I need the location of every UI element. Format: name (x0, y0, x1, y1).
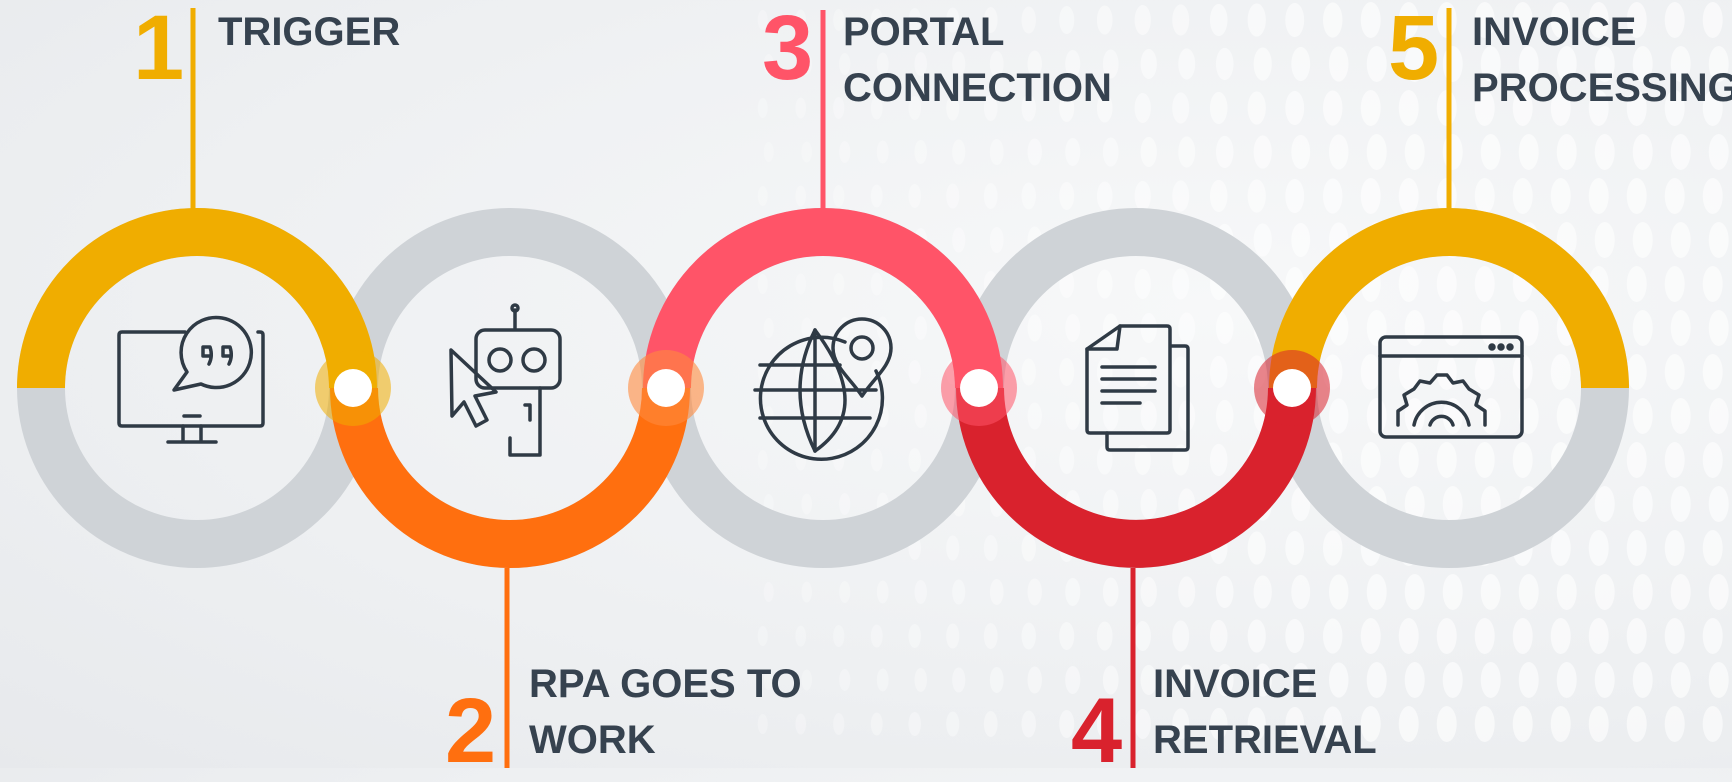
ring-arc-2 (330, 387, 690, 568)
step-5-title: INVOICE PROCESSING (1472, 4, 1732, 116)
junction-dot-3 (960, 369, 998, 407)
junction-dot-1 (334, 369, 372, 407)
ring-highlights (17, 208, 1629, 568)
globe-pin-icon (753, 317, 893, 461)
step-connectors (190, 8, 1452, 768)
step-3-title-line-2: CONNECTION (843, 66, 1112, 110)
documents-icon (1085, 324, 1190, 452)
step-3-title: PORTAL CONNECTION (843, 4, 1112, 116)
junction-dot-2 (647, 369, 685, 407)
robot-cursor-icon (449, 303, 562, 457)
ring-junctions (315, 350, 1330, 426)
step-4-title-line-2: RETRIEVAL (1153, 718, 1377, 762)
step-4-title: INVOICE RETRIEVAL (1153, 656, 1377, 768)
step-1-title-line-1: TRIGGER (218, 10, 401, 54)
ring-arc-4 (956, 387, 1316, 568)
junction-dot-4 (1273, 369, 1311, 407)
step-5-title-line-2: PROCESSING (1472, 66, 1732, 110)
step-5-title-line-1: INVOICE (1472, 10, 1637, 54)
ring-arc-3 (643, 208, 1003, 389)
step-4-number: 4 (1071, 680, 1123, 782)
ring-arc-1 (17, 208, 377, 389)
step-5-number: 5 (1388, 0, 1440, 99)
step-2-title-line-1: RPA GOES TO (529, 662, 802, 706)
step-2-title: RPA GOES TO WORK (529, 656, 802, 768)
ring-arc-5 (1269, 208, 1629, 389)
step-2-number: 2 (445, 680, 497, 782)
step-3-title-line-1: PORTAL (843, 10, 1005, 54)
step-2-title-line-2: WORK (529, 718, 656, 762)
step-3-number: 3 (762, 0, 814, 99)
browser-gear-icon (1378, 335, 1524, 439)
step-4-title-line-1: INVOICE (1153, 662, 1318, 706)
monitor-quote-icon (117, 315, 265, 444)
step-1-number: 1 (133, 0, 185, 99)
step-1-title: TRIGGER (218, 4, 400, 60)
